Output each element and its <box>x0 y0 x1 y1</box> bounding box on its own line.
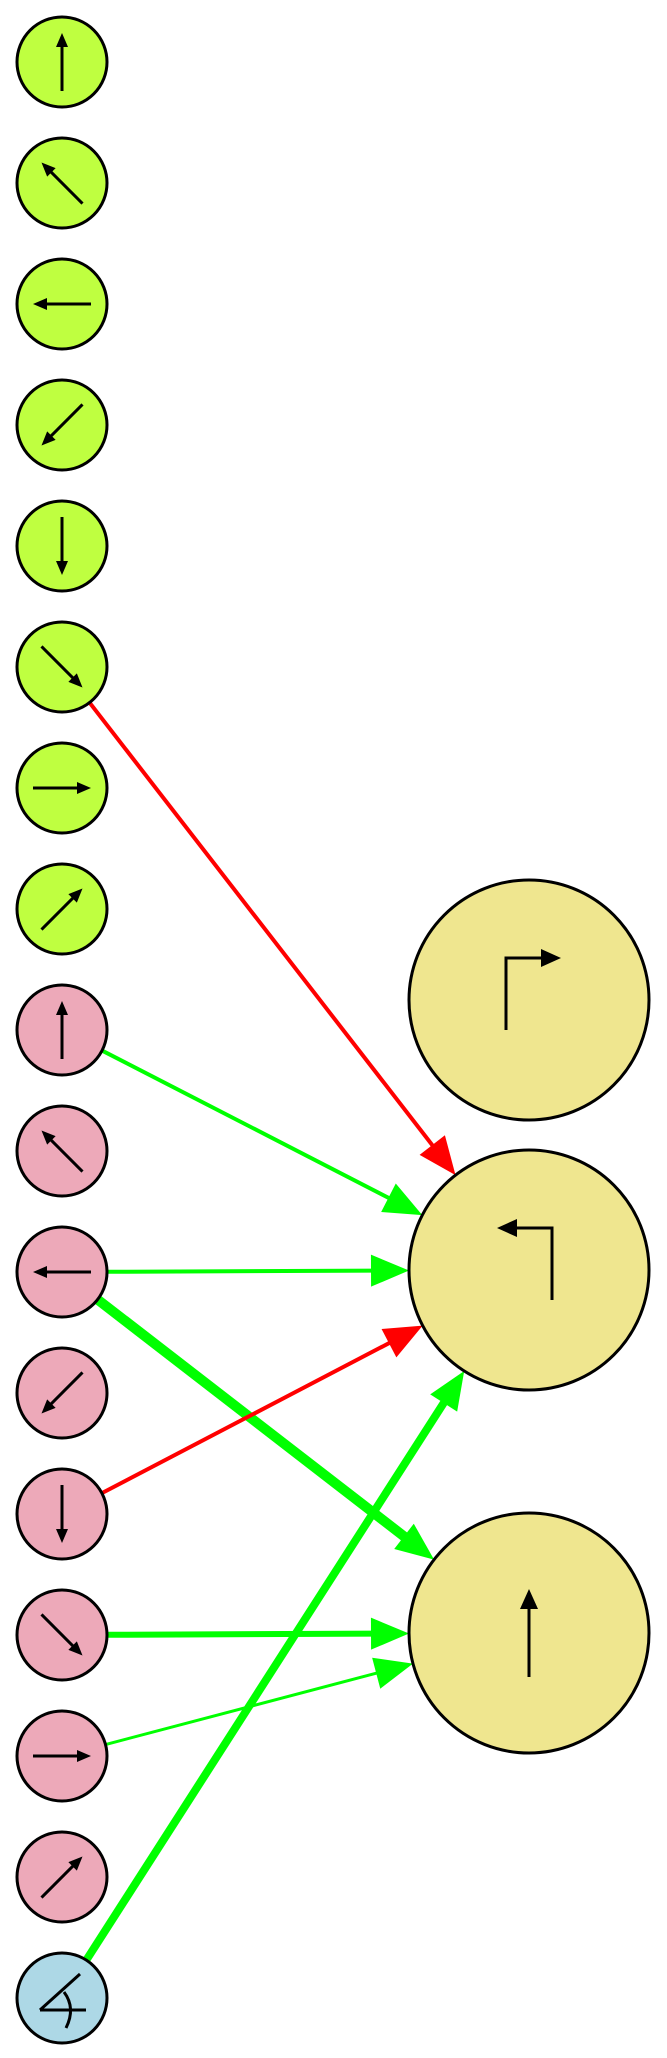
arrow-up-right-icon <box>40 888 83 931</box>
input-node-p-down <box>15 1467 109 1561</box>
glyph-arrowhead <box>41 162 56 177</box>
edge-arrowhead <box>370 1254 410 1287</box>
input-node-g-up <box>15 15 109 109</box>
glyph-arrowhead <box>68 888 83 903</box>
edge-p-down-to-o-turn-left <box>100 1325 423 1495</box>
input-node-circle <box>15 1951 109 2045</box>
edge-line <box>105 1670 381 1746</box>
output-node-circle <box>407 878 651 1122</box>
glyph-arrowhead <box>68 1641 83 1656</box>
glyph-arrowhead <box>56 1529 68 1543</box>
arrow-up-left-icon <box>41 1130 84 1173</box>
edge-arrowhead <box>394 1523 435 1560</box>
arrow-up-right-icon <box>40 1856 83 1899</box>
edge-line <box>106 1268 376 1274</box>
arrow-left-icon <box>33 298 91 310</box>
turn-right-icon <box>504 949 561 1030</box>
edge-line <box>82 1397 450 1963</box>
input-node-p-right <box>15 1709 109 1803</box>
glyph-arrowhead <box>56 1001 68 1015</box>
arrow-left-icon <box>33 1266 91 1278</box>
glyph-arrowhead <box>41 1130 56 1145</box>
input-node-p-downright <box>15 1588 109 1682</box>
nodes-layer <box>15 15 651 2045</box>
glyph-arrowhead <box>541 949 561 967</box>
input-node-g-downright <box>15 620 109 714</box>
turn-left-icon <box>497 1219 554 1300</box>
input-node-g-upright <box>15 862 109 956</box>
edge-p-up-to-o-turn-left <box>101 1048 423 1216</box>
input-node-p-upright <box>15 1830 109 1924</box>
glyph-arrowhead <box>33 298 47 310</box>
arrow-down-right-icon <box>40 645 83 688</box>
edge-line <box>87 701 437 1150</box>
edge-b-angle-to-o-turn-left <box>82 1371 465 1963</box>
input-node-g-down <box>15 499 109 593</box>
edge-arrowhead <box>419 1135 456 1176</box>
edge-p-downright-to-o-straight <box>106 1617 410 1650</box>
edge-line <box>106 1630 376 1638</box>
input-node-p-up <box>15 983 109 1077</box>
glyph-arrowhead <box>77 1750 91 1762</box>
edge-arrowhead <box>370 1617 410 1650</box>
glyph-arrowhead <box>520 1589 538 1609</box>
input-node-g-upleft <box>15 136 109 230</box>
glyph-arrowhead <box>56 33 68 47</box>
output-node-circle <box>407 1148 651 1392</box>
input-node-g-left <box>15 257 109 351</box>
edge-line <box>100 1339 394 1495</box>
angle-icon <box>38 1972 86 2029</box>
arrow-down-icon <box>56 517 68 575</box>
edge-g-downright-to-o-turn-left <box>87 701 456 1176</box>
arrow-up-icon <box>56 1001 68 1059</box>
glyph-arrowhead <box>68 673 83 688</box>
glyph-arrowhead <box>56 561 68 575</box>
edge-arrowhead <box>381 1183 423 1216</box>
input-node-p-upleft <box>15 1104 109 1198</box>
edge-arrowhead <box>372 1657 413 1689</box>
output-node-o-turn-left <box>407 1148 651 1392</box>
arrow-right-icon <box>33 782 91 794</box>
arrow-down-left-icon <box>41 1371 84 1414</box>
input-node-g-downleft <box>15 378 109 472</box>
arrow-up-left-icon <box>41 162 84 205</box>
edge-p-left-to-o-straight <box>94 1295 435 1560</box>
glyph-arrowhead <box>33 1266 47 1278</box>
edges-layer <box>82 701 465 1963</box>
arrow-down-icon <box>56 1485 68 1543</box>
arrow-up-icon <box>520 1589 538 1677</box>
glyph-arrowhead <box>77 782 91 794</box>
glyph-arrowhead <box>41 431 56 446</box>
arrow-right-icon <box>33 1750 91 1762</box>
arrow-down-left-icon <box>41 403 84 446</box>
arrow-up-icon <box>56 33 68 91</box>
arrow-down-right-icon <box>40 1613 83 1656</box>
input-node-p-left <box>15 1225 109 1319</box>
output-node-o-straight <box>407 1511 651 1755</box>
output-node-o-turn-right <box>407 878 651 1122</box>
glyph-arrowhead <box>68 1856 83 1871</box>
input-node-b-angle <box>15 1951 109 2045</box>
edge-line <box>94 1295 411 1543</box>
edge-p-right-to-o-straight <box>105 1657 413 1746</box>
edge-line <box>101 1048 393 1202</box>
input-node-g-right <box>15 741 109 835</box>
edge-arrowhead <box>430 1371 465 1412</box>
edge-arrowhead <box>381 1325 423 1358</box>
input-node-p-downleft <box>15 1346 109 1440</box>
glyph-arrowhead <box>497 1219 517 1237</box>
glyph-arrowhead <box>41 1399 56 1414</box>
edge-p-left-to-o-turn-left <box>106 1254 410 1287</box>
